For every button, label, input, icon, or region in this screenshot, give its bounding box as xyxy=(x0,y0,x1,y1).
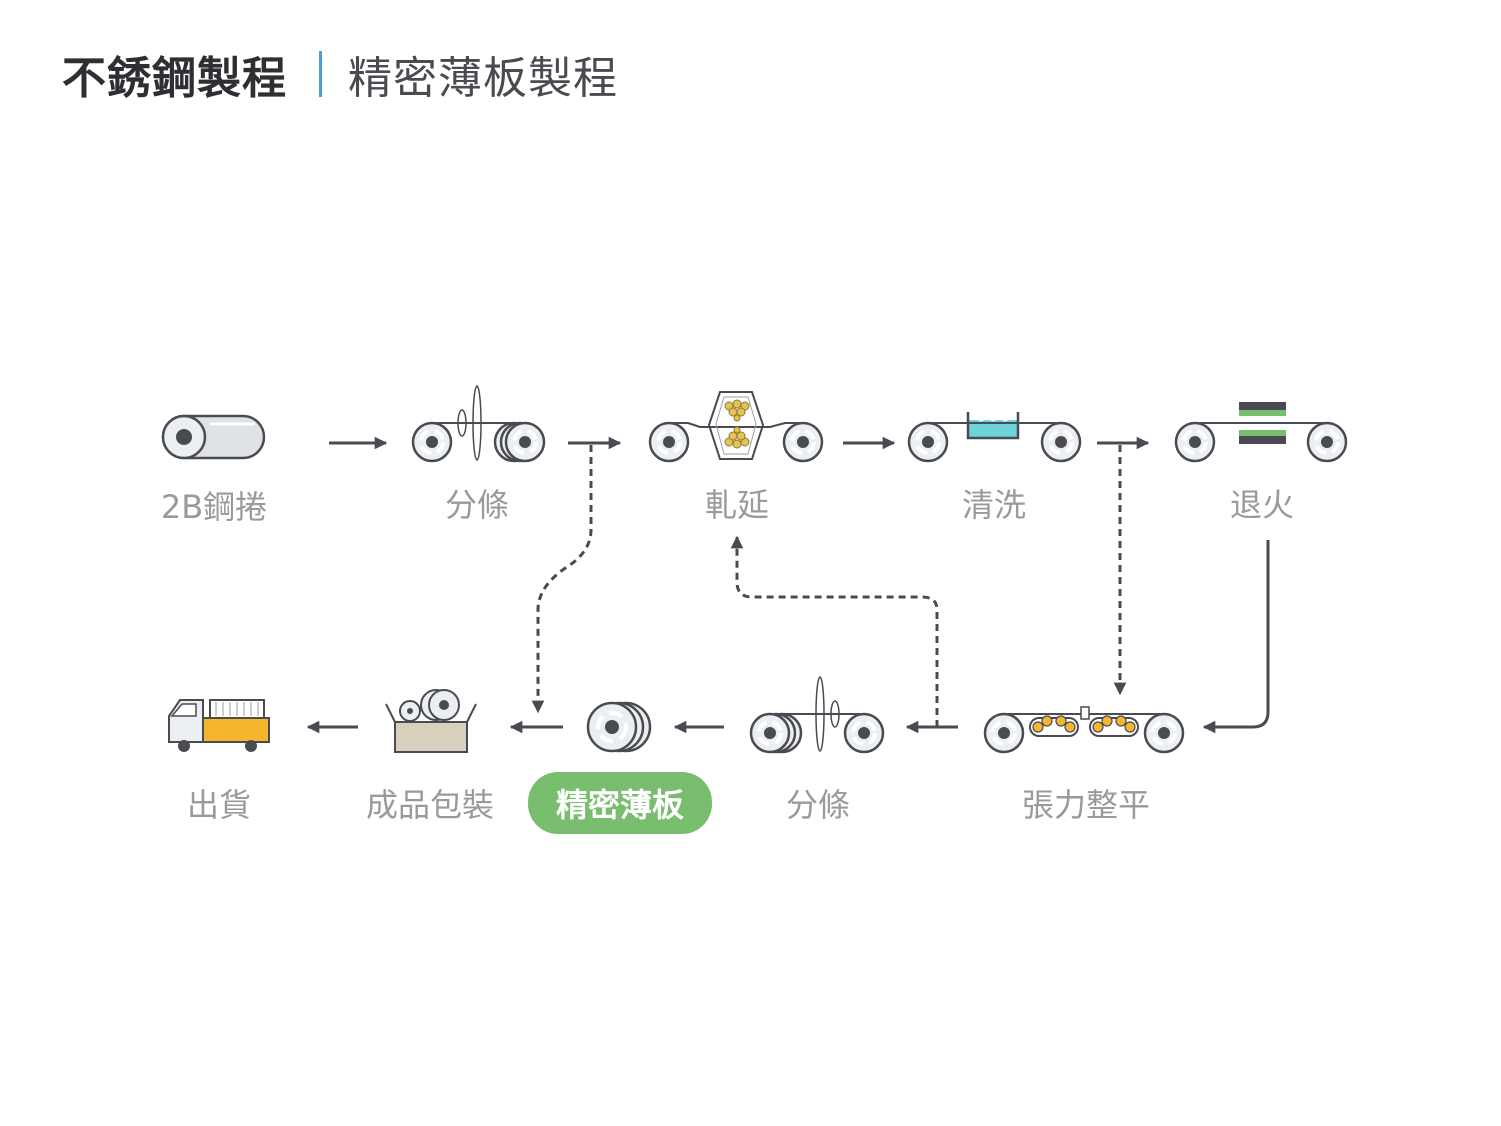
package-box-icon xyxy=(385,689,477,753)
step-label-precision-sheet: 精密薄板 xyxy=(527,772,713,834)
cleaning-tank-icon xyxy=(907,412,1082,463)
step-label-slitting: 分條 xyxy=(444,486,510,524)
page-header: 不銹鋼製程 精密薄板製程 xyxy=(62,42,618,106)
page-subtitle: 精密薄板製程 xyxy=(348,53,618,104)
arrow-annealing-to-leveling xyxy=(1202,540,1270,734)
step-label-slitting-2: 分條 xyxy=(785,786,851,824)
dashed-arrow-slitting-to-rolling xyxy=(730,535,939,727)
title-separator xyxy=(319,51,322,97)
step-label-annealing: 退火 xyxy=(1229,486,1295,524)
coil-2b-icon xyxy=(161,414,266,460)
optional-flow-arrows xyxy=(531,445,1127,727)
step-label-shipping: 出貨 xyxy=(186,786,252,824)
tension-leveler-icon xyxy=(983,706,1185,754)
sheet-coil-icon xyxy=(586,701,652,753)
dashed-arrow-slitting-to-sheet xyxy=(531,445,593,714)
step-label-rolling: 軋延 xyxy=(704,486,770,524)
step-label-2b-coil: 2B鋼捲 xyxy=(160,488,268,526)
rolling-mill-icon xyxy=(648,391,824,463)
step-label-cleaning: 清洗 xyxy=(961,486,1027,524)
step-label-tension-leveling: 張力整平 xyxy=(1021,786,1151,824)
truck-icon xyxy=(168,699,270,752)
page-title: 不銹鋼製程 xyxy=(62,53,287,104)
slitting-machine-icon xyxy=(411,385,546,463)
flow-arrows xyxy=(306,436,1270,734)
annealing-furnace-icon xyxy=(1174,402,1348,463)
step-label-packaging: 成品包裝 xyxy=(365,786,495,824)
slitting-machine-icon-2 xyxy=(749,676,885,754)
